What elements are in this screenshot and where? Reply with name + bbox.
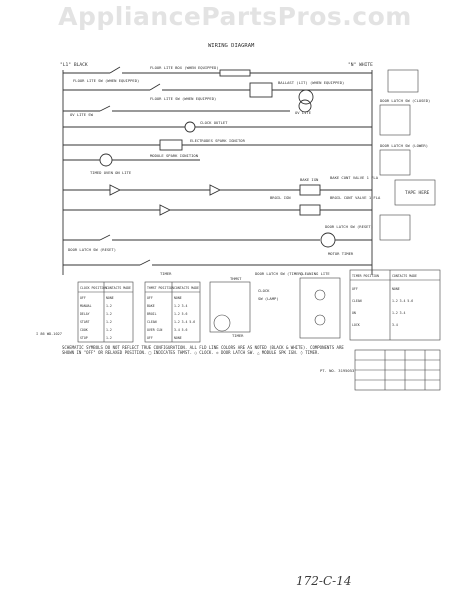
thmst-header-pos: THMST POSITION <box>147 286 174 290</box>
timer-row: 1-2 3-4 5-6 <box>392 299 413 303</box>
rung-spark-module: ELECTRODES SPARK IGNITOR MODULE SPARK IG… <box>63 138 372 158</box>
label-ballast: BALLAST (LIT) (WHEN EQUIPPED) <box>278 80 344 85</box>
label-door-latch-lower: DOOR LATCH SW (LOWER) <box>380 143 428 148</box>
component-sketches: THMST TIMER CLOCK SW (LAMP) <box>209 276 341 339</box>
clock-header-contacts: CONTACTS MADE <box>106 286 131 290</box>
part-number: PT. NO. 3195053 <box>320 368 354 373</box>
timer-row: CLEAN <box>352 299 362 303</box>
rung-door-latch: DOOR LATCH SW (RESET) DOOR LATCH SW (RES… <box>63 224 373 276</box>
thmst-row: BAKE <box>147 304 155 308</box>
thmst-row: 1-2 3-4 5-6 <box>174 320 195 324</box>
clock-header-pos: CLOCK POSITION <box>80 286 107 290</box>
label-door-latch-closed: DOOR LATCH SW (CLOSED) <box>380 98 430 103</box>
notes-text: SCHEMATIC SYMBOLS DO NOT REFLECT TRUE CO… <box>62 345 344 355</box>
label-broil-cont: BROIL CONT VALVE 1 FLA <box>330 195 381 200</box>
thmst-row: NONE <box>174 296 182 300</box>
label-timed-oven: TIMED OVEN ON LITE <box>90 170 132 175</box>
watermark: AppliancePartsPros.com <box>58 2 412 31</box>
label-floor-lite-sw: FLOOR LITE SW (WHEN EQUIPPED) <box>73 78 139 83</box>
label-tape-here: TAPE HERE <box>405 190 430 196</box>
clock-row: 1-2 <box>106 320 112 324</box>
clock-row: NONE <box>106 296 114 300</box>
thmst-table: THMST POSITION CONTACTS MADE OFF NONE BA… <box>144 281 201 343</box>
label-floor-lite-top: FLOOR LITE BOX (WHEN EQUIPPED) <box>150 65 219 70</box>
clock-row: 1-2 <box>106 328 112 332</box>
clock-row: COOK <box>80 328 88 332</box>
thmst-row: NONE <box>174 336 182 340</box>
timer-row: NONE <box>392 287 400 291</box>
label-thmst: THMST <box>230 276 242 281</box>
label-broil-ign: BROIL IGN <box>270 195 291 200</box>
clock-row: 1-2 <box>106 336 112 340</box>
thmst-row: OFF <box>147 336 153 340</box>
label-la: I 86 WD-1027 <box>36 332 62 336</box>
thmst-row: CLEAN <box>147 320 157 324</box>
label-clock: CLOCK <box>258 288 270 293</box>
lower-right-grid <box>354 349 441 391</box>
thmst-row: OVER CLN <box>147 328 162 332</box>
rung-oven-lite: OV LITE SW OV LITE <box>63 99 312 117</box>
label-ov-lite-sw: OV LITE SW <box>70 112 94 117</box>
label-clock-outlet: CLOCK OUTLET <box>200 120 228 125</box>
label-motor-timer: MOTOR TIMER <box>328 251 354 256</box>
timer-row: 3-4 <box>392 323 398 327</box>
clock-row: MANUAL <box>80 304 92 308</box>
label-door-latch-reset: DOOR LATCH SW (RESET) <box>68 247 116 252</box>
rung-timed-oven: TIMED OVEN ON LITE <box>63 153 200 175</box>
rung-clock-outlet: CLOCK OUTLET <box>63 120 372 133</box>
label-door-latch-reset2: DOOR LATCH SW (RESET) <box>325 224 373 229</box>
label-ov-lite: OV LITE <box>295 110 312 115</box>
label-floor-lite-sw2: FLOOR LITE SW (WHEN EQUIPPED) <box>150 96 216 101</box>
timer-row: LOCK <box>352 323 360 327</box>
label-timer-sketch: TIMER <box>232 333 244 338</box>
thmst-row: 3-4 5-6 <box>174 328 188 332</box>
label-timer: TIMER <box>160 271 172 276</box>
notes-wrapper: SCHEMATIC SYMBOLS DO NOT REFLECT TRUE CO… <box>62 345 344 355</box>
clock-table: CLOCK POSITION CONTACTS MADE OFF NONE MA… <box>77 281 134 343</box>
clock-row: DELAY <box>80 312 90 316</box>
terminal-l1: "L1" BLACK <box>60 62 88 68</box>
clock-row: STOP <box>80 336 88 340</box>
thmst-row: 1-2 5-6 <box>174 312 188 316</box>
label-module: MODULE SPARK IGNITION <box>150 153 199 158</box>
label-electrodes: ELECTRODES SPARK IGNITOR <box>190 138 246 143</box>
label-sw-lamp: SW (LAMP) <box>258 296 279 301</box>
thmst-row: BROIL <box>147 312 157 316</box>
diagram-title: WIRING DIAGRAM <box>208 43 255 49</box>
rung-bake-broil: BAKE IGN BROIL IGN BAKE CONT VALVE 1 FLA… <box>63 175 381 216</box>
timer-header-pos: TIMER POSITION <box>352 274 379 278</box>
door-latch-boxes: DOOR LATCH SW (CLOSED) DOOR LATCH SW (LO… <box>379 69 436 241</box>
label-cleaning-lite: CLEANING LITE <box>300 271 330 276</box>
clock-row: 1-2 <box>106 312 112 316</box>
footer-code: 172-C-14 <box>296 574 352 588</box>
label-bake-ign: BAKE IGN <box>300 177 319 182</box>
terminal-n: "N" WHITE <box>348 62 373 68</box>
timer-row: 1-2 3-4 <box>392 311 406 315</box>
timer-row: ON <box>352 311 356 315</box>
timer-header-contacts: CONTACTS MADE <box>392 274 417 278</box>
timer-row: OFF <box>352 287 358 291</box>
clock-row: START <box>80 320 90 324</box>
thmst-row: OFF <box>147 296 153 300</box>
thmst-row: 1-2 3-4 <box>174 304 188 308</box>
rung-floor-lite: FLOOR LITE BOX (WHEN EQUIPPED) FLOOR LIT… <box>63 65 372 105</box>
timer-table: TIMER POSITION CONTACTS MADE OFF NONE CL… <box>349 269 441 341</box>
thmst-header-contacts: CONTACTS MADE <box>174 286 199 290</box>
clock-row: OFF <box>80 296 86 300</box>
label-bake-cont: BAKE CONT VALVE 1 FLA <box>330 175 379 180</box>
label-door-latch-timer: DOOR LATCH SW (TIMER) <box>255 271 303 276</box>
clock-row: 1-2 <box>106 304 112 308</box>
